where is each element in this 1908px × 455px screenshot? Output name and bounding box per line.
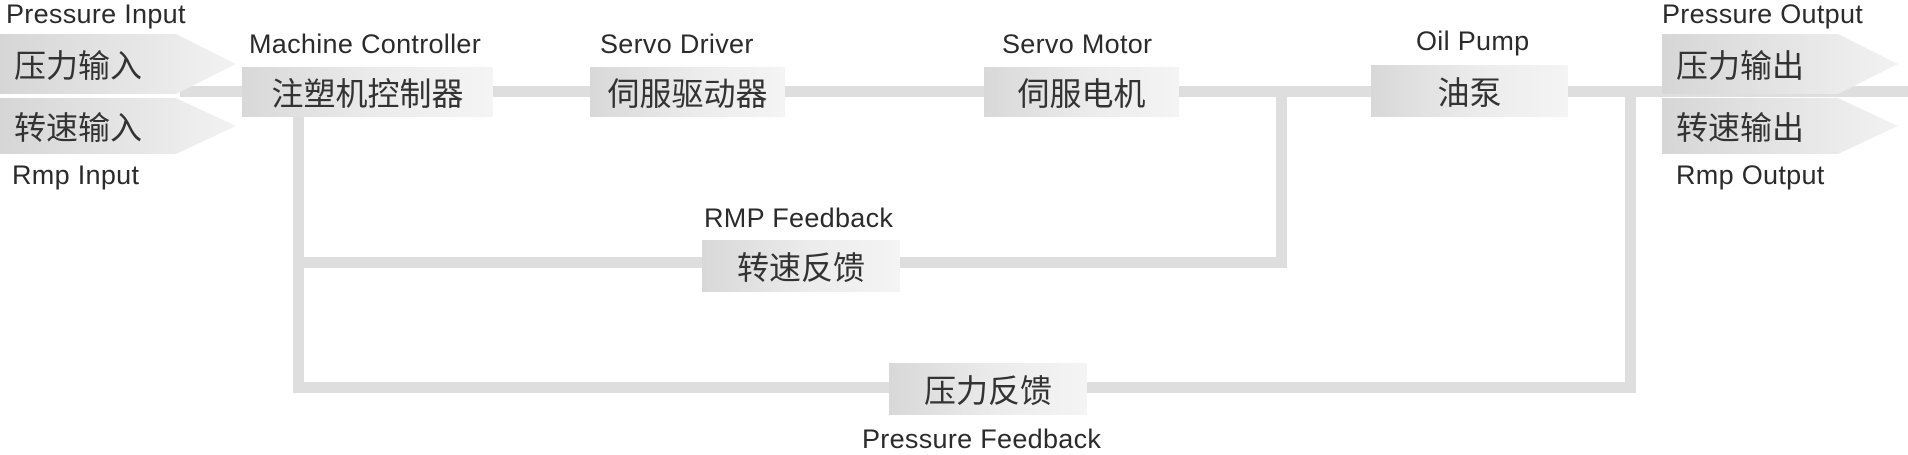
pressure-output-arrow: 压力输出 (1662, 34, 1898, 94)
rpm-input-label: Rmp Input (12, 160, 140, 190)
pump-zh: 油泵 (1437, 74, 1502, 112)
controller-box: 注塑机控制器 (242, 67, 493, 117)
rpm-feedback-label: RMP Feedback (704, 203, 894, 233)
driver-zh: 伺服驱动器 (607, 75, 768, 113)
driver-box: 伺服驱动器 (590, 67, 785, 117)
pressure-output-label: Pressure Output (1662, 0, 1864, 29)
driver-label: Servo Driver (600, 29, 754, 59)
rpm-output-arrow: 转速输出 (1662, 98, 1898, 154)
controller-zh: 注塑机控制器 (271, 75, 464, 113)
rpm-output-label: Rmp Output (1676, 160, 1825, 190)
pressure-input-arrow-shape (0, 34, 236, 94)
controller-label: Machine Controller (249, 29, 481, 59)
pressure-feedback-box: 压力反馈 (889, 363, 1087, 415)
motor-zh: 伺服电机 (1017, 75, 1146, 113)
rpm-feedback-zh: 转速反馈 (736, 249, 865, 287)
rpm-input-arrow-shape (0, 98, 236, 154)
pressure-output-zh: 压力输出 (1676, 47, 1805, 85)
motor-label: Servo Motor (1002, 29, 1153, 59)
rpm-input-zh: 转速输入 (14, 109, 143, 147)
rpm-output-arrow-shape (1662, 98, 1898, 154)
pressure-feedback-label: Pressure Feedback (862, 424, 1102, 454)
rpm-output-zh: 转速输出 (1676, 109, 1805, 147)
pressure-input-arrow: 压力输入 (0, 34, 236, 94)
pump-box: 油泵 (1371, 65, 1568, 117)
pressure-input-zh: 压力输入 (14, 47, 143, 85)
pressure-input-label: Pressure Input (6, 0, 186, 29)
rpm-input-arrow: 转速输入 (0, 98, 236, 154)
rpm-tap-line (1276, 97, 1287, 268)
controller-drop-line (293, 97, 304, 393)
motor-box: 伺服电机 (984, 67, 1179, 117)
pressure-feedback-zh: 压力反馈 (923, 372, 1052, 410)
pump-label: Oil Pump (1416, 26, 1530, 56)
pressure-tap-line (1625, 97, 1636, 393)
rpm-feedback-box: 转速反馈 (702, 240, 900, 292)
pressure-output-arrow-shape (1662, 34, 1898, 94)
